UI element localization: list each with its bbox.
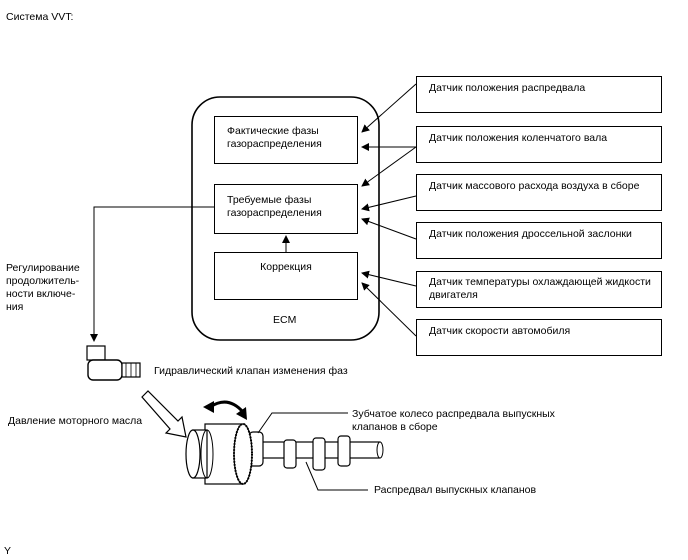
- correction-label: Коррекция: [260, 261, 312, 273]
- sensor-mass-air-flow: Датчик массового расхода воздуха в сборе: [416, 174, 662, 211]
- target-phases-block: Требуемые фазы газораспределения: [214, 184, 358, 234]
- target-phases-label: Требуемые фазы газораспределения: [227, 194, 322, 219]
- sensor-label: Датчик положения дроссельной заслонки: [429, 228, 632, 240]
- actual-phases-label: Фактические фазы газораспределения: [227, 125, 322, 150]
- line-crank-branch: [361, 146, 417, 187]
- sensor-label: Датчик положения распредвала: [429, 82, 586, 94]
- sensor-coolant-temperature: Датчик температуры охлаждающей жидкости …: [416, 271, 662, 308]
- line-cam-sensor: [361, 83, 417, 133]
- sensor-camshaft-position: Датчик положения распредвала: [416, 76, 662, 113]
- duty-control-label: Регулирование продолжитель- ности включе…: [6, 262, 80, 313]
- sensor-label: Датчик положения коленчатого вала: [429, 132, 608, 144]
- ecm-label: ECM: [273, 314, 297, 326]
- line-ecm-to-ocv: [90, 206, 214, 342]
- oil-pressure-label: Давление моторного масла: [8, 415, 143, 427]
- leader-camshaft: [305, 461, 368, 491]
- diagram-title: Система VVT:: [6, 11, 74, 23]
- sensor-label: Датчик скорости автомобиля: [429, 325, 571, 337]
- sprocket-label: Зубчатое колесо распредвала выпускных кл…: [352, 408, 555, 433]
- line-maf-sensor: [361, 195, 417, 212]
- oil-pressure-arrow-icon: [141, 390, 187, 438]
- line-ect-sensor: [361, 270, 417, 287]
- footer-mark: Y: [4, 545, 12, 557]
- ecm-outline: [191, 96, 380, 341]
- sensor-vehicle-speed: Датчик скорости автомобиля: [416, 319, 662, 356]
- sensor-label: Датчик температуры охлаждающей жидкости …: [429, 276, 651, 301]
- sensor-crankshaft-position: Датчик положения коленчатого вала: [416, 126, 662, 163]
- actual-phases-block: Фактические фазы газораспределения: [214, 116, 358, 164]
- correction-block: Коррекция: [214, 252, 358, 300]
- sensor-throttle-position: Датчик положения дроссельной заслонки: [416, 222, 662, 259]
- leader-sprocket: [257, 412, 348, 434]
- ocv-valve-icon: [86, 345, 141, 381]
- line-tps-sensor: [361, 217, 417, 240]
- sprocket-icon: [185, 423, 253, 485]
- rotation-arrow-icon: [203, 400, 247, 420]
- line-vss-sensor: [361, 282, 417, 337]
- camshaft-label: Распредвал выпускных клапанов: [374, 484, 537, 496]
- sensor-label: Датчик массового расхода воздуха в сборе: [429, 180, 640, 192]
- ocv-label: Гидравлический клапан изменения фаз: [154, 365, 348, 377]
- camshaft-icon: [229, 431, 384, 471]
